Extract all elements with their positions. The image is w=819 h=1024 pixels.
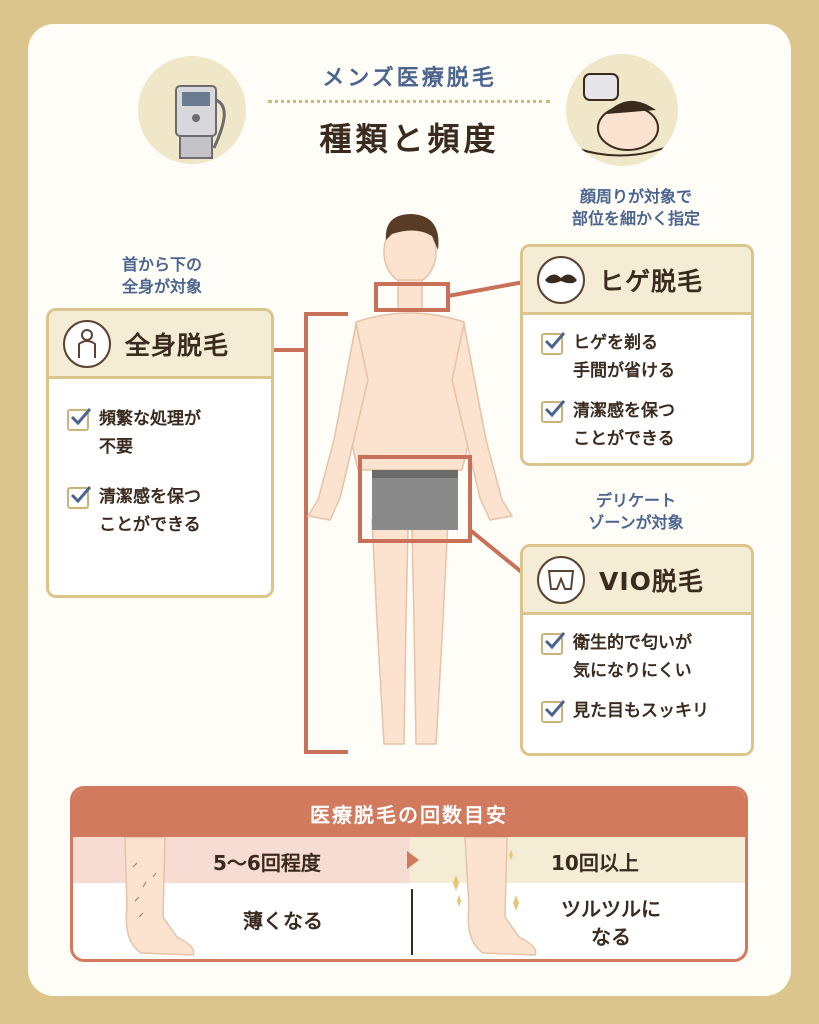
legs-illustration xyxy=(124,837,537,956)
right-result: ツルツルに なる xyxy=(561,897,661,949)
frequency-title: 医療脱毛の回数目安 xyxy=(73,789,745,837)
underwear-icon xyxy=(537,555,585,604)
check-icon xyxy=(541,700,566,723)
page-title: 種類と頻度 xyxy=(319,120,500,158)
person-icon xyxy=(63,319,111,368)
list-item: 清潔感を保つことができる xyxy=(523,397,751,453)
left-count: 5～6回程度 xyxy=(213,851,321,875)
list-item: 清潔感を保つことができる xyxy=(49,483,271,539)
check-icon xyxy=(541,400,566,423)
page-subtitle: メンズ医療脱毛 xyxy=(322,66,497,91)
card-header: VIO脱毛 xyxy=(523,547,751,615)
card-title: VIO脱毛 xyxy=(599,566,704,596)
list-item: 見た目もスッキリ xyxy=(523,697,751,725)
check-icon xyxy=(67,408,92,431)
mustache-icon xyxy=(537,255,585,304)
list-item: 衛生的で匂いが気になりにくい xyxy=(523,629,751,685)
card-header: ヒゲ脱毛 xyxy=(523,247,751,315)
card-whole-body: 全身脱毛 頻繁な処理が不要 清潔感を保つことができる xyxy=(46,308,274,598)
card-vio: VIO脱毛 衛生的で匂いが気になりにくい 見た目もスッキリ xyxy=(520,544,754,756)
note-beard: 顔周りが対象で 部位を細かく指定 xyxy=(571,187,700,228)
list-item: ヒゲを剃る手間が省ける xyxy=(523,329,751,385)
card-beard: ヒゲ脱毛 ヒゲを剃る手間が省ける 清潔感を保つことができる xyxy=(520,244,754,466)
result-divider xyxy=(411,889,413,955)
card-title: 全身脱毛 xyxy=(125,330,230,360)
laser-machine-icon xyxy=(138,56,246,164)
right-count: 10回以上 xyxy=(551,851,639,875)
card-header: 全身脱毛 xyxy=(49,311,271,379)
check-icon xyxy=(541,332,566,355)
frequency-section: 医療脱毛の回数目安 5～6回程度 10回以上 薄くなる ツルツルに なる xyxy=(70,786,748,962)
title-divider xyxy=(268,100,550,103)
left-result: 薄くなる xyxy=(243,909,323,933)
check-icon xyxy=(541,632,566,655)
list-item: 頻繁な処理が不要 xyxy=(49,405,271,461)
note-vio: デリケート ゾーンが対象 xyxy=(588,491,684,532)
treatment-illustration-icon xyxy=(566,54,678,166)
card-title: ヒゲ脱毛 xyxy=(599,266,704,296)
note-whole-body: 首から下の 全身が対象 xyxy=(121,255,202,296)
check-icon xyxy=(67,486,92,509)
